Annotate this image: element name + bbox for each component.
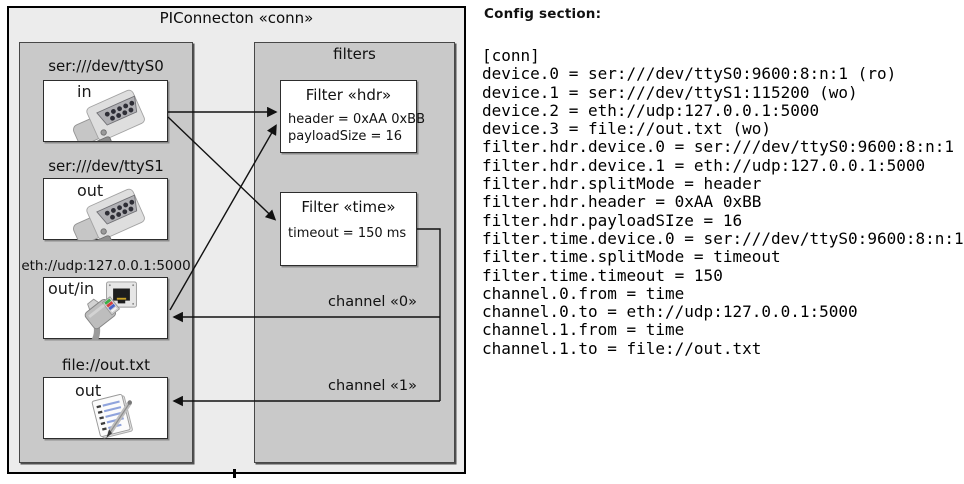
config-line: filter.hdr.device.1 = eth://udp:127.0.0.… bbox=[482, 155, 926, 175]
channel-1-label: channel «1» bbox=[328, 378, 417, 394]
config-line: filter.time.device.0 = ser:///dev/ttyS0:… bbox=[482, 228, 964, 248]
bottom-border-tick bbox=[233, 469, 236, 478]
filter-time-property: timeout = 150 ms bbox=[288, 226, 407, 241]
config-line: filter.hdr.payloadSIze = 16 bbox=[482, 210, 743, 230]
config-line: filter.hdr.device.0 = ser:///dev/ttyS0:9… bbox=[482, 137, 955, 157]
device-box-ttys1: out bbox=[43, 178, 168, 240]
serial-connector-icon bbox=[73, 89, 145, 141]
diagram-title: PIConnecton «conn» bbox=[159, 9, 314, 27]
device-mode-label: out bbox=[75, 381, 102, 400]
device-label-eth: eth://udp:127.0.0.1:5000 bbox=[21, 258, 191, 274]
config-line: filter.hdr.header = 0xAA 0xBB bbox=[482, 192, 762, 212]
device-box-eth: out/in bbox=[43, 277, 168, 340]
ethernet-port-icon bbox=[106, 281, 137, 308]
channel-0-label: channel «0» bbox=[328, 294, 417, 310]
filter-hdr-box: Filter «hdr» header = 0xAA 0xBB payloadS… bbox=[280, 80, 426, 153]
config-line: channel.1.to = file://out.txt bbox=[482, 338, 762, 358]
filter-hdr-property: payloadSize = 16 bbox=[288, 128, 403, 144]
config-line: filter.time.splitMode = timeout bbox=[482, 247, 781, 267]
config-section-heading: Config section: bbox=[484, 6, 602, 22]
device-label-file: file://out.txt bbox=[62, 356, 150, 374]
device-label-ttys0: ser:///dev/ttyS0 bbox=[48, 57, 164, 75]
config-line: device.1 = ser:///dev/ttyS1:115200 (wo) bbox=[482, 82, 858, 102]
filter-hdr-title: Filter «hdr» bbox=[305, 86, 392, 104]
device-box-ttys0: in bbox=[43, 80, 168, 142]
config-line: device.3 = file://out.txt (wo) bbox=[482, 119, 771, 139]
config-text-block: [conn] device.0 = ser:///dev/ttyS0:9600:… bbox=[482, 46, 964, 358]
config-line: channel.0.to = eth://udp:127.0.0.1:5000 bbox=[482, 302, 858, 322]
config-line: device.0 = ser:///dev/ttyS0:9600:8:n:1 (… bbox=[482, 64, 897, 84]
filter-time-box: Filter «time» timeout = 150 ms bbox=[280, 192, 417, 266]
filter-hdr-property: header = 0xAA 0xBB bbox=[288, 112, 426, 127]
config-line: device.2 = eth://udp:127.0.0.1:5000 bbox=[482, 100, 820, 120]
filters-panel-title: filters bbox=[333, 45, 376, 63]
filter-time-title: Filter «time» bbox=[301, 198, 396, 216]
serial-connector-icon bbox=[73, 188, 145, 240]
config-line: filter.time.timeout = 150 bbox=[482, 265, 723, 285]
config-line: channel.1.from = time bbox=[482, 320, 685, 340]
device-box-file: out bbox=[43, 377, 168, 439]
device-mode-label: in bbox=[77, 82, 92, 101]
ethernet-cable-icon bbox=[84, 296, 121, 340]
device-label-ttys1: ser:///dev/ttyS1 bbox=[48, 157, 164, 175]
notepad-icon bbox=[91, 393, 133, 439]
device-mode-label: out bbox=[77, 181, 104, 200]
config-line: [conn] bbox=[482, 46, 540, 65]
device-mode-label: out/in bbox=[48, 279, 95, 298]
config-line: filter.hdr.splitMode = header bbox=[482, 174, 762, 194]
config-line: channel.0.from = time bbox=[482, 283, 685, 303]
